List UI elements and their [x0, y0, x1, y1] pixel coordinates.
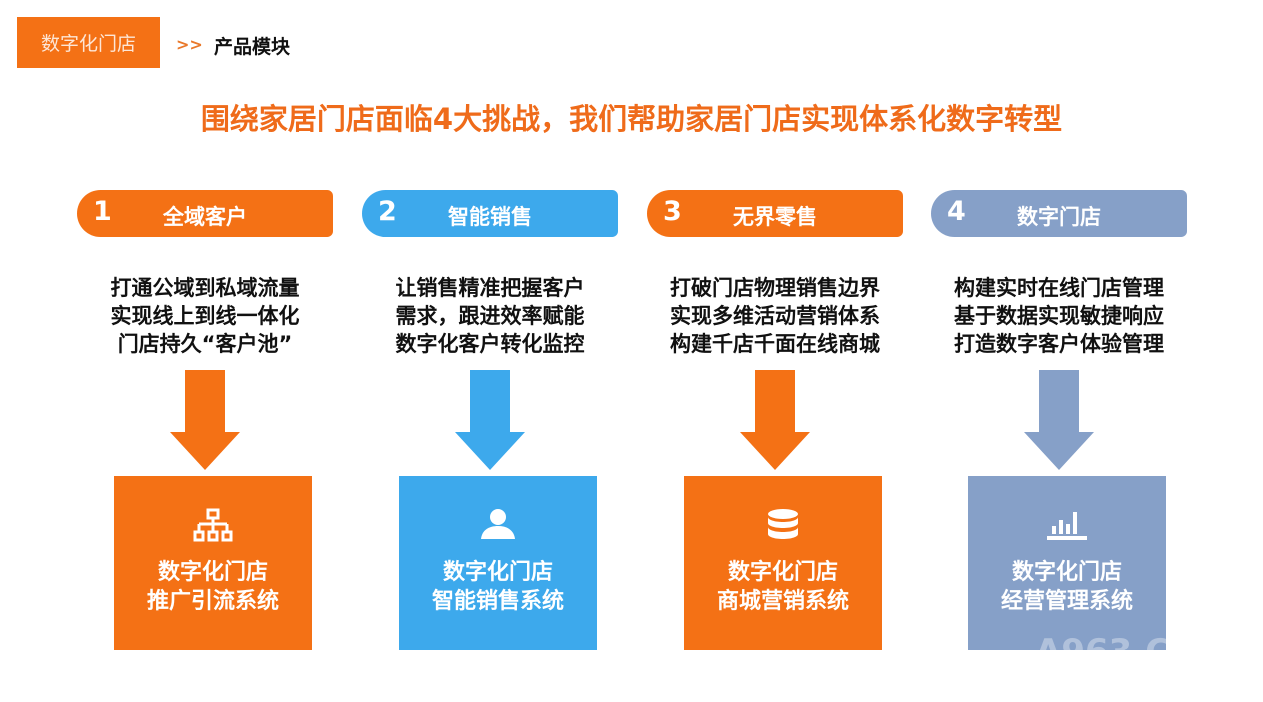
description-line: 数字化客户转化监控	[395, 332, 585, 356]
description-line: 实现线上到线一体化	[110, 304, 300, 328]
description-line: 打造数字客户体验管理	[954, 332, 1164, 356]
description-line: 打破门店物理销售边界	[670, 276, 880, 300]
challenge-header: 1 全域客户	[77, 190, 333, 237]
description-line: 需求，跟进效率赋能	[395, 304, 585, 328]
arrow-head	[455, 432, 525, 470]
challenge-column-4: 4 数字门店 构建实时在线门店管理基于数据实现敏捷响应打造数字客户体验管理 数字…	[931, 0, 1191, 702]
description-line: 实现多维活动营销体系	[670, 304, 880, 328]
arrow-down-icon	[1039, 370, 1079, 433]
arrow-down-icon	[185, 370, 225, 433]
system-name-line: 商城营销系统	[716, 589, 849, 614]
user-icon	[399, 508, 597, 540]
description-line: 打通公域到私域流量	[110, 276, 300, 300]
arrow-down-icon	[755, 370, 795, 433]
challenge-column-2: 2 智能销售 让销售精准把握客户需求，跟进效率赋能数字化客户转化监控 数字化门店…	[362, 0, 622, 702]
challenge-description: 让销售精准把握客户需求，跟进效率赋能数字化客户转化监控	[362, 274, 618, 358]
description-line: 构建千店千面在线商城	[670, 332, 880, 356]
challenge-description: 构建实时在线门店管理基于数据实现敏捷响应打造数字客户体验管理	[931, 274, 1187, 358]
challenge-column-3: 3 无界零售 打破门店物理销售边界实现多维活动营销体系构建千店千面在线商城 数字…	[647, 0, 907, 702]
arrow-head	[740, 432, 810, 470]
challenge-header: 4 数字门店	[931, 190, 1187, 237]
challenge-number: 1	[93, 196, 112, 227]
system-name-line: 智能销售系统	[431, 589, 564, 614]
system-card: 数字化门店推广引流系统	[114, 476, 312, 650]
system-name-line: 推广引流系统	[146, 589, 279, 614]
challenge-header: 3 无界零售	[647, 190, 903, 237]
description-line: 基于数据实现敏捷响应	[954, 304, 1164, 328]
challenge-header: 2 智能销售	[362, 190, 618, 237]
arrow-down-icon	[470, 370, 510, 433]
challenge-label: 无界零售	[733, 205, 817, 229]
challenge-number: 4	[947, 196, 966, 227]
breadcrumb-separator: >>	[176, 35, 203, 54]
system-card: 数字化门店商城营销系统	[684, 476, 882, 650]
system-card: 数字化门店经营管理系统	[968, 476, 1166, 650]
org-chart-icon	[114, 508, 312, 542]
section-tag: 数字化门店	[17, 17, 160, 68]
challenge-description: 打通公域到私域流量实现线上到线一体化门店持久“客户池”	[77, 274, 333, 358]
challenge-number: 2	[378, 196, 397, 227]
description-line: 构建实时在线门店管理	[954, 276, 1164, 300]
system-name-line: 数字化门店	[1011, 560, 1122, 585]
watermark: A963.C	[1035, 632, 1167, 650]
page-label: 产品模块	[214, 36, 291, 58]
challenge-number: 3	[663, 196, 682, 227]
database-icon	[684, 508, 882, 542]
challenge-description: 打破门店物理销售边界实现多维活动营销体系构建千店千面在线商城	[647, 274, 903, 358]
system-name-line: 数字化门店	[157, 560, 268, 585]
system-card: 数字化门店智能销售系统	[399, 476, 597, 650]
system-name-line: 数字化门店	[727, 560, 838, 585]
page-title: 围绕家居门店面临4大挑战，我们帮助家居门店实现体系化数字转型	[200, 102, 1063, 136]
challenge-label: 智能销售	[448, 205, 532, 229]
system-name-line: 经营管理系统	[1000, 589, 1133, 614]
challenge-column-1: 1 全域客户 打通公域到私域流量实现线上到线一体化门店持久“客户池” 数字化门店…	[77, 0, 337, 702]
challenge-label: 数字门店	[1017, 205, 1101, 229]
challenge-label: 全域客户	[163, 205, 247, 229]
arrow-head	[170, 432, 240, 470]
system-name-line: 数字化门店	[442, 560, 553, 585]
bar-chart-icon	[968, 508, 1166, 540]
description-line: 门店持久“客户池”	[117, 332, 293, 356]
arrow-head	[1024, 432, 1094, 470]
description-line: 让销售精准把握客户	[395, 276, 585, 300]
